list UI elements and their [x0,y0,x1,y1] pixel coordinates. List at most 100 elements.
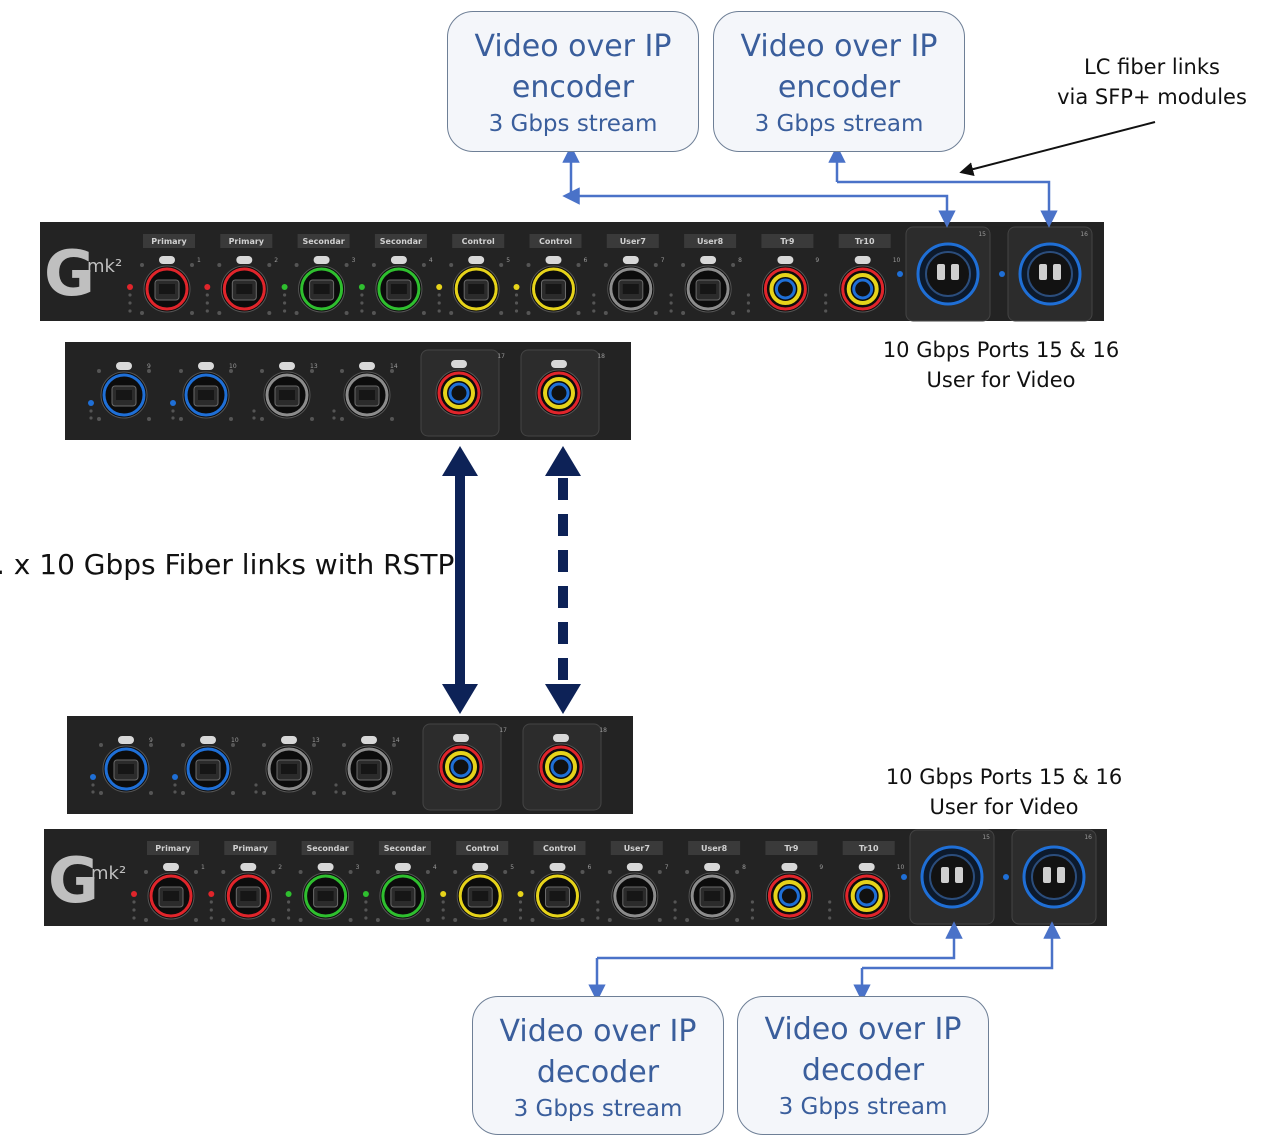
encoder-box-1: Video over IP encoder 3 Gbps stream [447,11,699,152]
expansion-port-9 [99,736,153,795]
port-label-7: User7 [624,844,650,853]
fiber-note-line2: via SFP+ modules [1057,85,1247,109]
port-label-2: Primary [229,237,265,246]
expansion-port-13 [260,362,314,421]
svg-text:9: 9 [149,737,153,744]
svg-text:18: 18 [599,727,607,734]
svg-text:6: 6 [584,257,588,264]
port-label-3: Secondar [302,237,344,246]
port-8 [685,863,740,922]
bottom-sfp-port-15: 15 [901,829,995,925]
switch-logo-letter: G [44,237,95,310]
svg-text:10: 10 [229,363,237,370]
rstp-link-1-bottom-head [442,684,478,714]
port-5 [449,256,504,315]
svg-text:8: 8 [738,257,742,264]
port-label-5: Control [462,237,495,246]
svg-text:18: 18 [597,353,605,360]
expansion-port-13 [262,736,316,795]
port-4 [375,863,430,922]
link-port-15-up [597,921,963,960]
port-6 [526,256,581,315]
decoder-1-stream: 3 Gbps stream [513,1096,683,1122]
svg-text:10: 10 [231,737,239,744]
rstp-link-2-top-head [545,446,581,476]
port-7 [603,256,658,315]
svg-text:3: 3 [356,864,360,871]
port-9 [765,863,813,920]
svg-text:14: 14 [392,737,400,744]
port-label-8: User8 [697,237,724,246]
svg-text:14: 14 [390,363,398,370]
port-6 [530,863,585,922]
svg-text:9: 9 [815,257,819,264]
fiber-note-pointer [959,121,1156,176]
rstp-note: . x 10 Gbps Fiber links with RSTP [0,548,455,581]
switch-panels: Gmk²Primary1Primary2Secondar3Secondar4Co… [40,222,1107,926]
decoder-1-title: Video over IP [499,1014,697,1049]
port-1 [144,863,198,922]
svg-text:17: 17 [497,353,505,360]
decoder-2-title: Video over IP [764,1012,962,1047]
bottom-sfp-port-16: 16 [1003,829,1097,925]
top-sfp-port-15: 15 [897,226,991,322]
expansion-port-9 [97,362,151,421]
svg-text:5: 5 [506,257,510,264]
svg-text:10: 10 [893,257,901,264]
svg-text:9: 9 [819,864,823,871]
port-label-9: Tr9 [784,844,799,853]
decoder-1-type: decoder [536,1055,660,1090]
port-label-9: Tr9 [780,237,795,246]
bottom-expansion-panel: 9 10 13 14 17 18 [67,716,633,814]
svg-text:16: 16 [1080,231,1088,238]
top-sfp-port-16: 16 [999,226,1093,322]
port-label-4: Secondar [384,844,426,853]
port-10 [843,863,891,920]
port-3 [294,256,349,315]
port-label-6: Control [539,237,572,246]
svg-text:16: 16 [1084,834,1092,841]
ports-note-top: 10 Gbps Ports 15 & 16 User for Video [876,335,1126,395]
decoder-2-stream: 3 Gbps stream [778,1094,948,1120]
svg-text:1: 1 [197,257,201,264]
svg-text:7: 7 [661,257,665,264]
ports-note-bottom-line1: 10 Gbps Ports 15 & 16 [885,765,1123,789]
svg-text:13: 13 [312,737,320,744]
link-encoder-2-port-16 [837,180,1058,228]
port-2 [221,863,276,922]
ports-note-bottom-line2: User for Video [929,795,1079,819]
decoder-box-1: Video over IP decoder 3 Gbps stream [472,996,724,1135]
bottom-switch-panel: Gmk²Primary1Primary2Secondar3Secondar4Co… [44,829,1107,926]
svg-text:9: 9 [147,363,151,370]
svg-text:2: 2 [274,257,278,264]
top-switch-panel: Gmk²Primary1Primary2Secondar3Secondar4Co… [40,222,1104,322]
port-9 [761,256,809,313]
svg-text:15: 15 [978,231,986,238]
port-5 [453,863,508,922]
rstp-link-1-shaft [455,474,465,686]
port-label-1: Primary [151,237,187,246]
connection-lines [442,121,1156,1002]
port-7 [607,863,662,922]
svg-text:2: 2 [278,864,282,871]
fiber-links-note: LC fiber links via SFP+ modules [1052,52,1252,112]
top-expansion-panel: 9 10 13 14 17 18 [65,342,631,440]
switch-logo-letter: G [48,844,99,917]
decoder-2-type: decoder [801,1053,925,1088]
svg-text:6: 6 [588,864,592,871]
ports-note-bottom: 10 Gbps Ports 15 & 16 User for Video [879,762,1129,822]
encoder-box-2: Video over IP encoder 3 Gbps stream [713,11,965,152]
rstp-link-2-bottom-head [545,684,581,714]
expansion-port-10 [181,736,235,795]
svg-text:4: 4 [429,257,433,264]
port-label-3: Secondar [306,844,348,853]
port-2 [217,256,272,315]
port-3 [298,863,353,922]
switch-logo-suffix: mk² [91,863,126,884]
port-4 [371,256,426,315]
svg-text:13: 13 [310,363,318,370]
expansion-sfp-17: 17 [422,723,507,811]
expansion-port-14 [342,736,396,795]
